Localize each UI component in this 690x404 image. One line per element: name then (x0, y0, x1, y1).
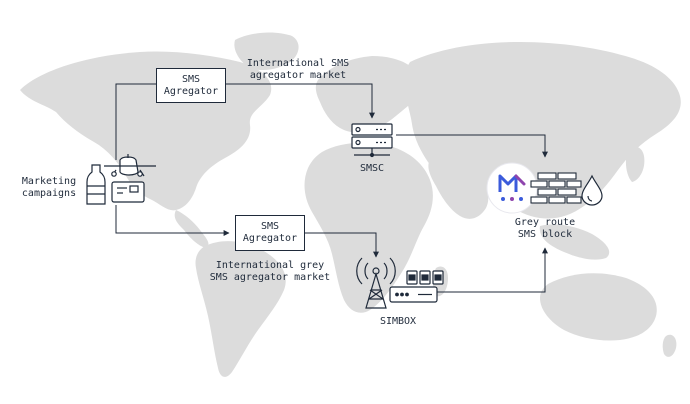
connector-sender-to-bottom-aggregator (115, 205, 230, 236)
router-led-icon (400, 292, 404, 297)
brick-icon (537, 188, 557, 196)
brand-logo-circle (486, 162, 538, 214)
server-node-icon (369, 152, 375, 158)
connector-simbox-to-block (437, 247, 548, 293)
sms-aggregator-top-box: SMS Agregator (156, 68, 226, 103)
australia-shape (540, 273, 657, 341)
router-led-icon (405, 292, 409, 297)
international-grey-market-label: International grey SMS agregator market (209, 260, 331, 283)
brick-wall-icon (530, 172, 582, 204)
plane-wheel-icon (137, 171, 143, 177)
brick-icon (557, 172, 577, 180)
africa-shape (304, 142, 433, 313)
new-zealand-shape (662, 334, 677, 357)
sms-aggregator-bottom-box: SMS Agregator (235, 215, 305, 251)
brick-icon (530, 196, 548, 204)
simbox-label: SIMBOX (379, 316, 417, 327)
brand-logo-icon (486, 162, 538, 214)
cell-tower-icon (356, 257, 396, 309)
tower-signal-icon (364, 262, 388, 280)
router-body-icon (389, 286, 438, 303)
brand-logo-mark (498, 174, 518, 192)
southeast-asia-shape (539, 224, 610, 260)
brick-icon (566, 180, 582, 188)
sim-chip-icon (408, 274, 416, 281)
brand-logo-accent (514, 174, 526, 186)
brand-logo-dot (510, 197, 514, 201)
brand-logo-dot (501, 197, 505, 201)
drop-icon (581, 174, 603, 206)
card-icon (111, 181, 145, 203)
europe-shape (315, 56, 421, 133)
smsc-label: SMSC (359, 163, 385, 174)
marketing-campaigns-label: Marketing campaigns (21, 176, 77, 199)
plane-wheel-icon (111, 171, 117, 177)
sim-chip-icon (434, 274, 442, 281)
brick-icon (548, 180, 566, 188)
connectors (115, 83, 548, 293)
server-led-icon (355, 139, 361, 146)
tower-signal-icon (356, 257, 396, 285)
server-led-icon (355, 126, 361, 133)
sim-router-icon (389, 270, 444, 303)
brick-icon (530, 180, 548, 188)
brick-icon (548, 196, 566, 204)
router-led-icon (395, 292, 399, 297)
brand-logo-dot (519, 197, 523, 201)
south-america-shape (195, 241, 286, 377)
connector-smsc-to-block (396, 134, 548, 158)
connector-bottom-aggregator-to-simbox (305, 232, 379, 258)
bottle-icon (86, 164, 106, 205)
japan-shape (625, 146, 645, 182)
bottle-plane-card-icon (86, 154, 156, 205)
brick-icon (557, 188, 577, 196)
plane-icon (104, 154, 156, 177)
south-asia-shape (428, 159, 489, 219)
server-unit-icon (351, 123, 393, 136)
brick-icon (537, 172, 557, 180)
central-america-shape (174, 210, 209, 248)
server-rack-icon (351, 123, 393, 158)
drop-shine-icon (587, 195, 593, 202)
card-chip-icon (129, 185, 139, 193)
sim-chip-icon (421, 274, 429, 281)
international-market-label: International SMS agregator market (246, 58, 350, 81)
greenland-shape (234, 32, 299, 70)
water-drop-icon (581, 174, 603, 206)
brick-icon (566, 196, 582, 204)
connector-sender-to-top-aggregator (115, 83, 156, 160)
grey-route-sms-block-label: Grey route SMS block (514, 217, 576, 240)
connector-top-aggregator-to-smsc (226, 83, 375, 119)
tower-frame-icon (365, 271, 387, 309)
